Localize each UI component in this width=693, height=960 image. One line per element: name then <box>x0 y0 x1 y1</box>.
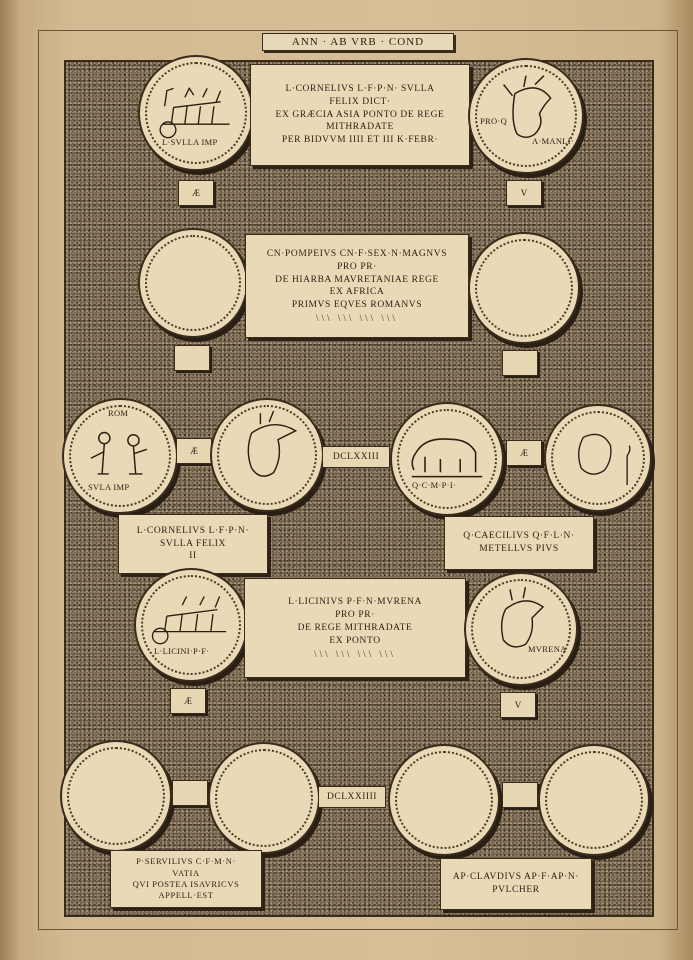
plate-border <box>38 30 678 930</box>
metal-key-v: V <box>500 692 536 718</box>
coin-sulla-figures: ROM SVLA IMP <box>62 398 178 514</box>
tablet-metellus-pius: Q·CAECILIVS Q·F·L·N·METELLVS PIVS <box>444 516 594 570</box>
coin-elephant: Q·C·M·P·I· <box>390 402 504 516</box>
year-label: DCLXXIII <box>322 446 390 468</box>
coin-blank <box>468 232 580 344</box>
tablet-servilius-vatia: P·SERVILIVS C·F·M·N·VATIA QVI POSTEA ISA… <box>110 850 262 908</box>
coin-legend: A·MANLI· <box>532 136 575 146</box>
hatching-ornament: \\\ \\\ \\\ \\\ <box>314 648 396 659</box>
metal-key-ae: Æ <box>178 180 214 206</box>
coin-blank <box>538 744 650 856</box>
helmeted-head-icon <box>247 410 298 477</box>
coin-female-head-crane <box>544 404 652 512</box>
metal-key-ae: Æ <box>506 440 542 466</box>
tablet-claudius-pulcher: AP·CLAVDIVS AP·F·AP·N·PVLCHER <box>440 858 592 910</box>
coin-legend: L·SVLLA IMP <box>162 137 218 147</box>
female-head-icon <box>578 433 631 486</box>
coin-legend: SVLA IMP <box>88 482 130 492</box>
metal-key-ae: Æ <box>170 688 206 714</box>
coin-murena-head: MVRENA <box>464 572 578 686</box>
coin-helmeted-head <box>210 398 324 512</box>
coin-blank <box>208 742 320 854</box>
tablet-sulla-felix: L·CORNELIVS L·F·P·N·SVLLA FELIX II <box>118 514 268 574</box>
connector-blank <box>502 350 538 376</box>
coin-legend: ROM <box>108 408 129 418</box>
metal-key-v: V <box>506 180 542 206</box>
standing-figures-icon <box>90 431 148 475</box>
year-label: DCLXXIIII <box>318 786 386 808</box>
coin-licinius-quadriga: L·LICINI·P·F· <box>134 568 248 682</box>
metal-key-ae: Æ <box>176 438 212 464</box>
coin-blank <box>388 744 500 856</box>
helmeted-head-icon <box>500 587 545 648</box>
helmeted-head-icon <box>503 75 552 139</box>
coin-manlius-roma-head: A·MANLI· PRO·Q <box>468 58 584 174</box>
coin-legend: L·LICINI·P·F· <box>154 646 210 656</box>
coin-blank <box>138 228 248 338</box>
connector-blank <box>502 782 538 808</box>
connector-blank <box>172 780 208 806</box>
coin-legend: Q·C·M·P·I· <box>412 480 457 490</box>
coin-legend: PRO·Q <box>480 116 508 126</box>
hatching-ornament: \\\ \\\ \\\ \\\ <box>316 312 398 323</box>
quadriga-chariot-icon <box>151 596 227 645</box>
connector-blank <box>174 345 210 371</box>
header-label: ANN · AB VRB · COND <box>262 33 454 51</box>
coin-blank <box>60 740 172 852</box>
coin-sulla-quadriga: L·SVLLA IMP <box>138 55 254 171</box>
coin-legend: MVRENA <box>528 644 567 654</box>
elephant-icon <box>411 438 483 478</box>
quadriga-chariot-icon <box>159 87 230 139</box>
